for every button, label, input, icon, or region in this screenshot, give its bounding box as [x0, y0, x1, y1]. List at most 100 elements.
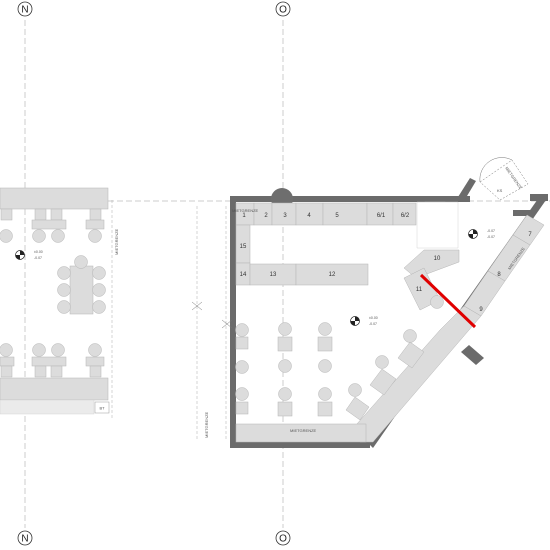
stool	[235, 360, 249, 374]
axis-label-o-top: O	[279, 5, 287, 16]
axis-label-n-top: N	[21, 5, 28, 16]
stool	[318, 359, 332, 373]
top-benches	[235, 202, 417, 226]
left-level-bottom: -0.07	[34, 256, 42, 260]
bench-7-label: 7	[528, 232, 532, 238]
table	[397, 341, 425, 369]
axis-bubble-o-bottom: O	[275, 530, 291, 546]
bench-2	[253, 202, 273, 226]
bench-6-1-label: 6/1	[377, 213, 386, 219]
wall-right-top	[530, 194, 548, 201]
bench-15-label: 15	[240, 244, 247, 250]
bench-14-label: 14	[240, 272, 247, 278]
left-center-cluster	[57, 255, 106, 315]
right-level-top: -0.07	[487, 229, 495, 233]
bottom-bench	[235, 423, 367, 443]
stool	[51, 229, 65, 243]
center-level-bottom: -0.07	[369, 322, 377, 326]
left-top-bench	[0, 187, 109, 210]
table	[235, 401, 249, 415]
chair	[50, 365, 63, 378]
main-room: MIETGRENZE 1 2 3 4 5 6/1	[191, 157, 548, 448]
left-top-chairs	[0, 208, 105, 243]
bench-9-label: 9	[479, 307, 483, 313]
diagonal-benches	[235, 214, 545, 443]
main-mietgrenze-left: MIETGRENZE	[204, 411, 209, 438]
stool	[348, 383, 362, 397]
stool	[92, 283, 106, 297]
door-arc	[479, 157, 513, 183]
stool	[74, 255, 88, 269]
chair	[89, 208, 102, 221]
table	[31, 356, 67, 367]
bench-10-label: 10	[434, 256, 441, 262]
table	[235, 336, 249, 350]
center-level-top: ±0.00	[369, 316, 378, 320]
table	[85, 356, 105, 367]
stool	[403, 329, 417, 343]
stool	[0, 229, 13, 243]
table	[317, 401, 333, 417]
table	[0, 356, 15, 367]
left-bt-box	[94, 401, 110, 414]
right-level-mark: -0.07 -0.07	[468, 229, 495, 239]
wall-top-right-step	[458, 178, 476, 201]
center-level-mark: ±0.00 -0.07	[350, 316, 378, 326]
door-frame	[479, 159, 529, 201]
main-mietgrenze-top: MIETGRENZE	[232, 208, 259, 213]
wall-top	[230, 196, 470, 202]
entry-marker	[221, 319, 233, 329]
chair	[34, 208, 47, 221]
stool	[92, 300, 106, 314]
bench-1-label: 1	[242, 213, 246, 219]
axis-label-n-bottom: N	[21, 534, 28, 545]
stool	[92, 266, 106, 280]
diagonal-bottom-bench	[351, 305, 482, 443]
left-bottom-bench	[0, 377, 109, 401]
table	[69, 265, 94, 315]
stool	[57, 266, 71, 280]
axis-bubble-n-bottom: N	[17, 530, 33, 546]
left-bottom-strip	[0, 399, 95, 415]
highlight-line	[419, 273, 477, 329]
right-level-bottom: -0.07	[487, 235, 495, 239]
corner-door	[479, 157, 529, 201]
table	[345, 396, 370, 421]
bench-13-label: 13	[270, 272, 277, 278]
bench-3-label: 3	[283, 213, 287, 219]
axis-bubble-o-top: O	[275, 1, 291, 17]
stool	[375, 355, 389, 369]
chair	[89, 365, 102, 378]
bench-12	[295, 263, 369, 286]
wall-left	[230, 196, 236, 448]
bench-11-label: 11	[416, 287, 423, 293]
left-bottom-chairs	[0, 343, 105, 378]
bench-2-label: 2	[264, 213, 268, 219]
alcove-area	[416, 201, 459, 249]
diagonal-stools	[345, 295, 444, 421]
bench-6-2-label: 6/2	[401, 213, 410, 219]
stool	[318, 387, 332, 401]
stool	[235, 387, 249, 401]
bench-8	[487, 234, 531, 282]
axis-label-o-bottom: O	[279, 534, 287, 545]
stool	[278, 322, 292, 336]
main-seating	[235, 322, 333, 417]
left-mietgrenze-label: MIETGRENZE	[114, 228, 119, 255]
stool	[430, 295, 444, 309]
stool	[32, 229, 46, 243]
wall-alcove	[513, 210, 533, 216]
chair	[0, 208, 13, 221]
left-level-mark: ±0.00 -0.07	[15, 250, 43, 260]
bench-5-label: 5	[335, 213, 339, 219]
bench-6-2	[392, 202, 417, 226]
bench-8-label: 8	[497, 272, 501, 278]
stool	[32, 343, 46, 357]
table	[85, 219, 105, 230]
corner-mietgrenze-label: MIETGRENZE	[504, 166, 523, 191]
stool	[0, 343, 13, 357]
wall-bottom	[230, 442, 370, 448]
entry-markers	[191, 301, 233, 329]
bench-4-label: 4	[307, 213, 311, 219]
chair	[34, 365, 47, 378]
